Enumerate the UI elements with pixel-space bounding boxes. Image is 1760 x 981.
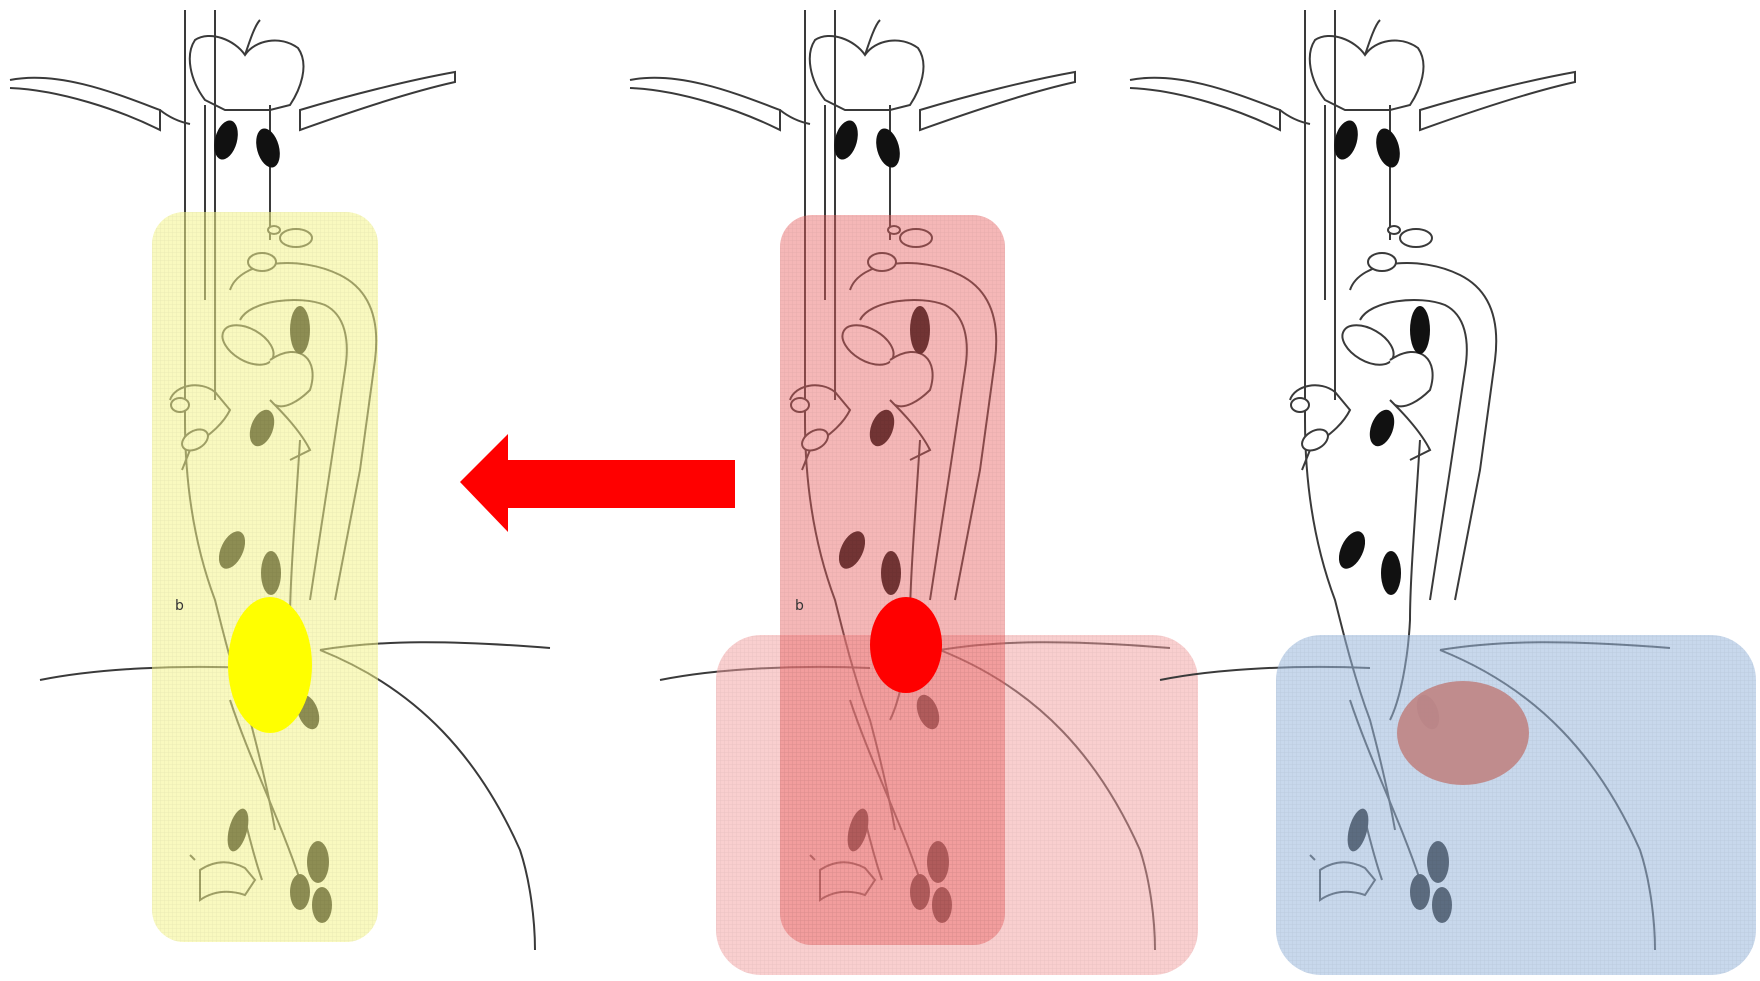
tumor-marker <box>1397 681 1529 785</box>
panel-right <box>1130 10 1756 975</box>
panel-label: b <box>175 598 184 614</box>
panel-label: b <box>795 598 804 614</box>
tumor-marker <box>228 597 312 733</box>
direction-arrow <box>460 434 735 532</box>
tumor-marker <box>870 597 942 693</box>
arrow-left-icon <box>460 434 735 532</box>
